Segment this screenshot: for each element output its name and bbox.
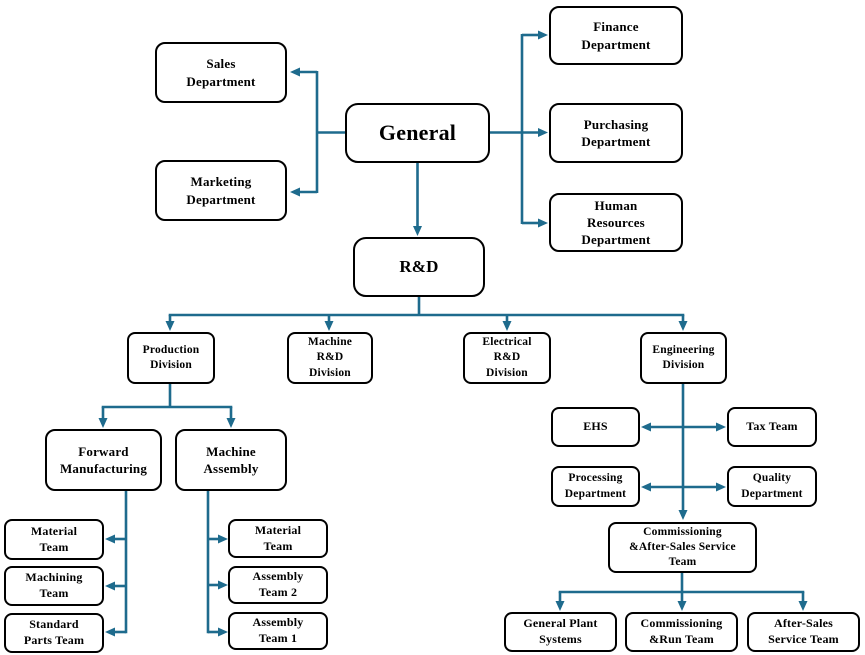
node-standard-parts-team: Standard Parts Team <box>4 613 104 653</box>
node-forward-manufacturing: Forward Manufacturing <box>45 429 162 491</box>
node-tax-team: Tax Team <box>727 407 817 447</box>
node-assembly-team-2: Assembly Team 2 <box>228 566 328 604</box>
node-purchasing-department: Purchasing Department <box>549 103 683 163</box>
node-commissioning-after-sales-service-team: Commissioning &After-Sales Service Team <box>608 522 757 573</box>
node-machine-rnd-division: Machine R&D Division <box>287 332 373 384</box>
node-general: General <box>345 103 490 163</box>
node-machining-team: Machining Team <box>4 566 104 606</box>
node-after-sales-service-team: After-Sales Service Team <box>747 612 860 652</box>
node-machine-assembly: Machine Assembly <box>175 429 287 491</box>
node-ehs: EHS <box>551 407 640 447</box>
node-production-division: Production Division <box>127 332 215 384</box>
node-quality-department: Quality Department <box>727 466 817 507</box>
node-finance-department: Finance Department <box>549 6 683 65</box>
node-ma-material-team: Material Team <box>228 519 328 558</box>
node-assembly-team-1: Assembly Team 1 <box>228 612 328 650</box>
node-general-plant-systems: General Plant Systems <box>504 612 617 652</box>
node-human-resources-department: Human Resources Department <box>549 193 683 252</box>
node-rnd: R&D <box>353 237 485 297</box>
node-marketing-department: Marketing Department <box>155 160 287 221</box>
node-engineering-division: Engineering Division <box>640 332 727 384</box>
node-commissioning-run-team: Commissioning &Run Team <box>625 612 738 652</box>
node-electrical-rnd-division: Electrical R&D Division <box>463 332 551 384</box>
node-processing-department: Processing Department <box>551 466 640 507</box>
node-fm-material-team: Material Team <box>4 519 104 560</box>
node-sales-department: Sales Department <box>155 42 287 103</box>
